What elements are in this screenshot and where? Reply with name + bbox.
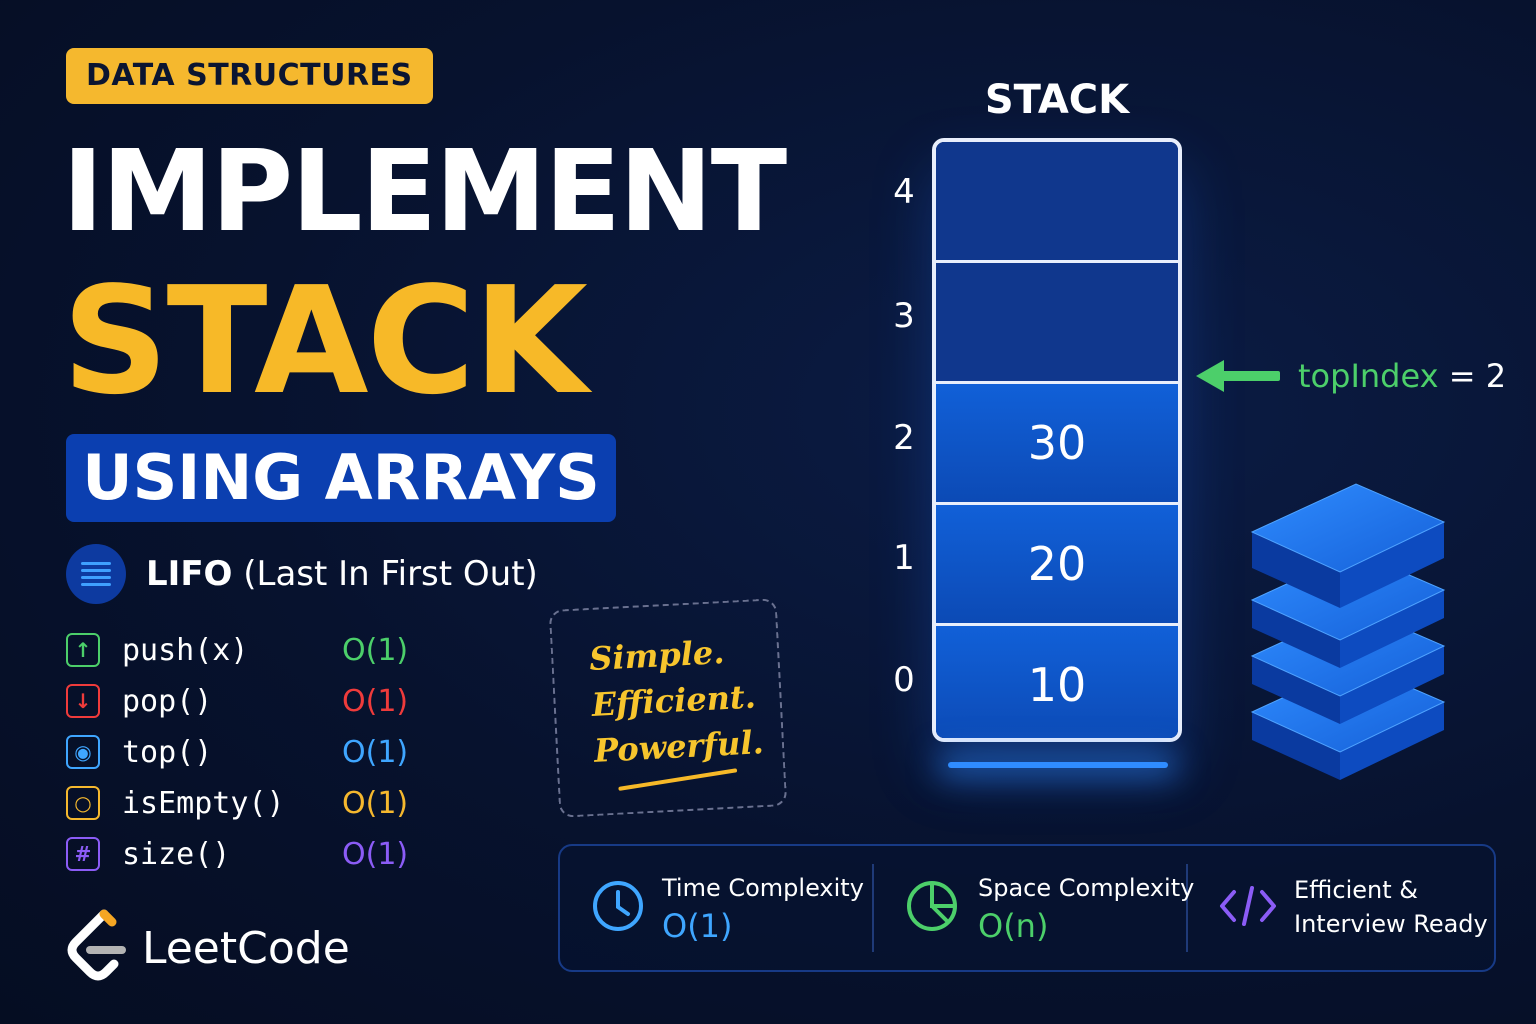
ready-line-2: Interview Ready — [1294, 910, 1488, 938]
operation-row: # size() O(1) — [66, 834, 408, 874]
clock-icon — [593, 881, 643, 931]
ready-line-1: Efficient & — [1294, 876, 1418, 904]
leetcode-logo-icon — [67, 909, 126, 981]
lifo-bold: LIFO — [146, 554, 233, 594]
pointer-arrow-shaft — [1218, 371, 1280, 381]
stack-divider — [936, 502, 1178, 505]
stack-cell-0: 10 — [936, 626, 1178, 738]
stack-divider — [936, 260, 1178, 263]
operation-name: push(x) — [122, 632, 249, 668]
eye-icon: ◉ — [66, 735, 100, 769]
operation-name: top() — [122, 734, 213, 770]
stack-base-glow — [948, 762, 1168, 768]
stack-index-2: 2 — [893, 418, 915, 458]
stack-cell-3 — [936, 263, 1178, 381]
info-bar — [558, 844, 1496, 972]
operation-complexity: O(1) — [342, 836, 409, 872]
space-complexity-value: O(n) — [978, 907, 1049, 945]
code-icon — [1220, 886, 1276, 926]
operation-complexity: O(1) — [342, 734, 409, 770]
stack-cell-1: 20 — [936, 505, 1178, 623]
info-divider — [1186, 864, 1188, 952]
operation-name: size() — [122, 836, 231, 872]
lifo-rest: (Last In First Out) — [232, 554, 538, 594]
stack-index-0: 0 — [893, 660, 915, 700]
operation-name: pop() — [122, 683, 213, 719]
hash-icon: # — [66, 837, 100, 871]
headline-implement: IMPLEMENT — [62, 127, 787, 257]
stack-title: STACK — [984, 77, 1130, 123]
operation-complexity: O(1) — [342, 683, 409, 719]
pie-chart-icon — [907, 881, 957, 931]
circle-icon: ○ — [66, 786, 100, 820]
stack-divider — [936, 381, 1178, 384]
top-index-value: = 2 — [1438, 357, 1507, 395]
operation-row: ○ isEmpty() O(1) — [66, 783, 408, 823]
stack-layers-icon — [1250, 483, 1446, 780]
lifo-description: LIFO (Last In First Out) — [146, 550, 538, 598]
info-divider — [872, 864, 874, 952]
stack-index-1: 1 — [893, 538, 915, 578]
up-arrow-icon: ↑ — [66, 633, 100, 667]
stack-index-3: 3 — [893, 296, 915, 336]
sticky-note: Simple. Efficient. Powerful. — [548, 598, 788, 818]
time-complexity-title: Time Complexity — [662, 874, 864, 902]
operation-row: ↑ push(x) O(1) — [66, 630, 408, 670]
operation-row: ↓ pop() O(1) — [66, 681, 408, 721]
top-index-name: topIndex — [1298, 357, 1439, 395]
headline-using-arrays: USING ARRAYS — [66, 434, 616, 522]
operation-complexity: O(1) — [342, 632, 409, 668]
time-complexity-value: O(1) — [662, 907, 733, 945]
operation-complexity: O(1) — [342, 785, 409, 821]
down-arrow-icon: ↓ — [66, 684, 100, 718]
operation-row: ◉ top() O(1) — [66, 732, 408, 772]
headline-stack: STACK — [62, 255, 588, 427]
category-tag: DATA STRUCTURES — [66, 48, 433, 104]
stack-index-4: 4 — [893, 172, 915, 212]
stack-divider — [936, 623, 1178, 626]
stack-cell-4 — [936, 142, 1178, 260]
top-index-label: topIndex = 2 — [1298, 354, 1506, 398]
list-icon — [66, 544, 126, 604]
operation-name: isEmpty() — [122, 785, 285, 821]
space-complexity-title: Space Complexity — [978, 874, 1195, 902]
stack-cell-2: 30 — [936, 384, 1178, 502]
note-line-3: Powerful. — [593, 723, 765, 770]
leetcode-logo-text: LeetCode — [142, 923, 350, 974]
stack-container: 30 20 10 — [932, 138, 1182, 742]
